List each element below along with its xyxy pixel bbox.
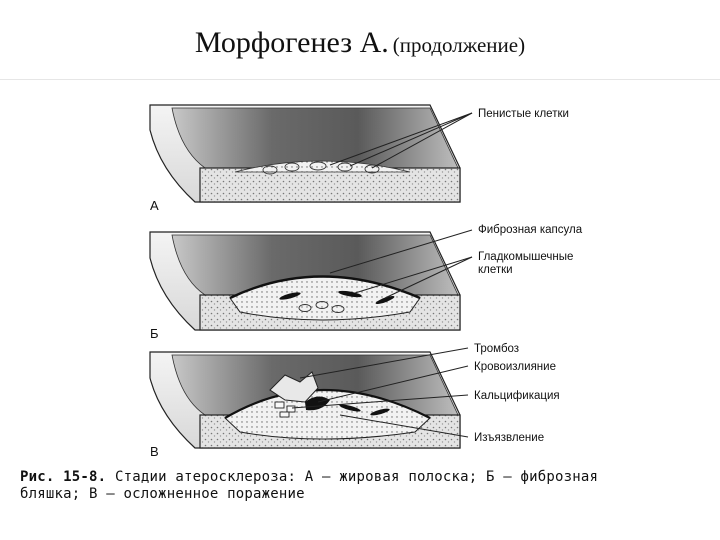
stage-a-panel: Пенистые клетки А xyxy=(149,104,569,213)
leader-line xyxy=(384,256,473,299)
foam-cell xyxy=(309,161,327,171)
slide-title: Морфогенез А. (продолжение) xyxy=(0,26,720,60)
thrombus xyxy=(269,371,319,403)
stage-a-letter: А xyxy=(150,198,159,213)
caption-line-1: Рис. 15-8. Стадии атеросклероза: А — жир… xyxy=(20,469,710,486)
foam-cell xyxy=(364,164,380,174)
caption-line-2: бляшка; В — осложненное поражение xyxy=(20,486,305,502)
stage-b-letter: Б xyxy=(150,326,159,341)
leader-line xyxy=(354,256,473,294)
stage-a-fatty-streak xyxy=(234,160,411,173)
label-smooth-muscle-1: Гладкомышечные xyxy=(478,251,573,263)
leader-line xyxy=(339,414,469,438)
foam-cell xyxy=(337,162,353,172)
stage-c-letter: В xyxy=(150,444,159,459)
foam-cell xyxy=(284,162,300,172)
smooth-muscle-cell xyxy=(339,404,361,412)
atherosclerosis-stages-figure: Пенистые клетки А xyxy=(149,104,583,459)
leader-line xyxy=(329,229,473,274)
leader-line xyxy=(291,394,469,409)
label-hemorrhage: Кровоизлияние xyxy=(474,361,556,373)
figure-caption: Рис. 15-8. Стадии атеросклероза: А — жир… xyxy=(20,469,710,503)
calcification xyxy=(286,405,296,413)
label-thrombosis: Тромбоз xyxy=(474,343,519,355)
foam-cell xyxy=(331,305,345,313)
fibrous-cap xyxy=(229,275,421,300)
label-foam-cells: Пенистые клетки xyxy=(478,108,569,120)
calcification xyxy=(279,411,290,418)
stage-a-wall-section xyxy=(199,167,461,203)
title-subtitle: (продолжение) xyxy=(392,33,526,57)
caption-figure-ref: Рис. 15-8. xyxy=(20,469,107,485)
smooth-muscle-cell xyxy=(338,290,362,298)
foam-cell xyxy=(315,301,329,309)
calcification xyxy=(274,401,285,409)
leader-line xyxy=(299,347,469,379)
leader-line xyxy=(349,112,473,167)
leader-line xyxy=(329,112,473,166)
label-smooth-muscle-2: клетки xyxy=(478,264,513,276)
title-divider xyxy=(0,79,720,80)
title-main: Морфогенез А. xyxy=(194,26,389,59)
foam-cell xyxy=(298,304,312,312)
stage-c-fibrous-cap xyxy=(224,389,431,419)
label-ulceration: Изъязвление xyxy=(474,432,544,444)
smooth-muscle-cell xyxy=(370,408,390,416)
label-fibrous-capsule: Фиброзная капсула xyxy=(478,224,583,236)
smooth-muscle-cell xyxy=(375,296,395,304)
caption-text-1: Стадии атеросклероза: А — жировая полоск… xyxy=(114,469,599,485)
stage-c-panel: Тромбоз Кровоизлияние Кальцификация Изъя… xyxy=(149,343,560,459)
leader-line xyxy=(371,112,473,169)
foam-cell xyxy=(262,165,278,175)
label-calcification: Кальцификация xyxy=(474,390,560,402)
stage-b-panel: Фиброзная капсула Гладкомышечные клетки … xyxy=(149,224,583,341)
smooth-muscle-cell xyxy=(279,292,301,300)
leader-line xyxy=(317,365,469,403)
